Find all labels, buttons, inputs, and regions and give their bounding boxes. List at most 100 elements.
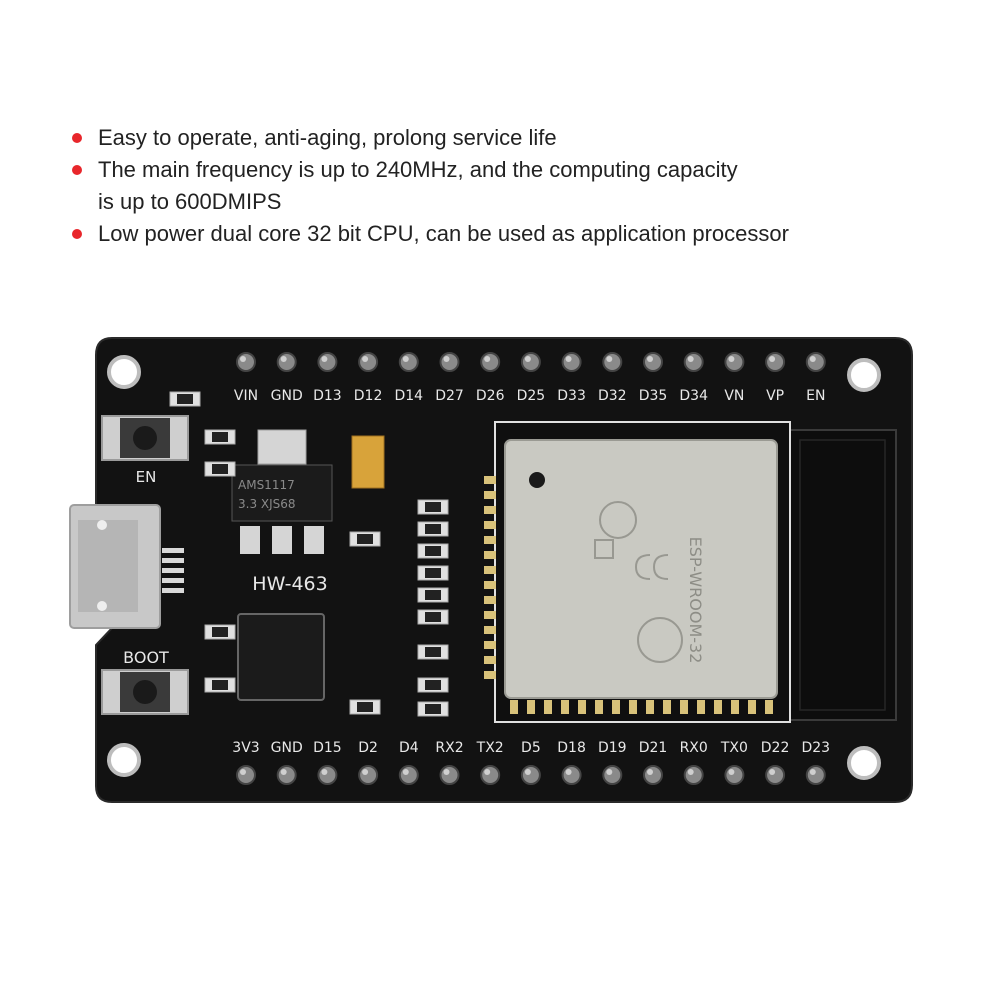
- module-pad: [731, 700, 739, 714]
- feature-text: The main frequency is up to 240MHz, and …: [98, 157, 738, 182]
- pin-label: 3V3: [232, 740, 259, 756]
- header-pin: [765, 765, 786, 785]
- header-pin: [236, 765, 256, 785]
- shield-dot: [529, 472, 545, 488]
- module-pad: [484, 491, 496, 499]
- feature-text: Easy to operate, anti-aging, prolong ser…: [98, 125, 557, 150]
- module-pad: [697, 700, 705, 714]
- usb-uart-chip: [237, 613, 325, 701]
- header-pin: [276, 765, 297, 785]
- pin-label: D21: [639, 740, 668, 756]
- module-name: ESP-WROOM-32: [686, 537, 705, 664]
- module-pad: [510, 700, 518, 714]
- pin-label: GND: [271, 388, 303, 404]
- tantalum-capacitor: [351, 435, 385, 489]
- module-pad: [484, 566, 496, 574]
- pin-label: EN: [806, 388, 825, 404]
- bullet-dot-icon: [72, 165, 82, 175]
- antenna-area: [787, 429, 897, 721]
- header-pin: [602, 352, 623, 372]
- header-pin: [358, 352, 379, 372]
- header-pin: [805, 352, 826, 372]
- pin-label: D4: [399, 740, 419, 756]
- pin-label: D34: [679, 388, 708, 404]
- header-pin: [765, 352, 786, 372]
- module-pad: [595, 700, 603, 714]
- shield-markings: [594, 501, 683, 663]
- pin-label: D35: [639, 388, 668, 404]
- rf-shield-can: [504, 439, 778, 699]
- top-pin-header: [236, 352, 826, 372]
- module-pad: [484, 626, 496, 634]
- regulator-label-1: AMS1117: [238, 478, 295, 492]
- pin-label: D25: [517, 388, 546, 404]
- header-pin: [236, 352, 256, 372]
- boot-button-label: BOOT: [123, 648, 169, 667]
- module-pad: [629, 700, 637, 714]
- module-pad: [680, 700, 688, 714]
- pin-label: TX2: [476, 740, 504, 756]
- feature-text: is up to 600DMIPS: [98, 189, 282, 214]
- pin-label: D27: [435, 388, 464, 404]
- pin-label: RX2: [435, 740, 463, 756]
- board-model: HW-463: [252, 573, 327, 595]
- module-pad: [484, 611, 496, 619]
- header-pin: [602, 765, 623, 785]
- module-pad: [484, 506, 496, 514]
- pin-label: D14: [394, 388, 423, 404]
- usb-pins: [162, 548, 184, 593]
- pin-label: D23: [801, 740, 830, 756]
- module-pad: [765, 700, 773, 714]
- module-pad: [714, 700, 722, 714]
- pin-label: D32: [598, 388, 627, 404]
- module-pad: [484, 671, 496, 679]
- header-pin: [276, 352, 297, 372]
- header-pin: [643, 765, 663, 785]
- module-pad: [663, 700, 671, 714]
- module-pad: [527, 700, 535, 714]
- bullet-dot-icon: [72, 133, 82, 143]
- module-pad: [561, 700, 569, 714]
- pin-label: RX0: [680, 740, 708, 756]
- pin-label: D15: [313, 740, 342, 756]
- module-pad: [484, 476, 496, 484]
- module-pad: [484, 596, 496, 604]
- module-pad: [748, 700, 756, 714]
- header-pin: [398, 765, 419, 785]
- pin-label: D2: [358, 740, 378, 756]
- module-pad: [578, 700, 586, 714]
- feature-item: The main frequency is up to 240MHz, and …: [72, 154, 972, 218]
- pin-label: D19: [598, 740, 627, 756]
- voltage-regulator-tab: [257, 429, 307, 465]
- header-pin: [439, 765, 460, 785]
- regulator-label-2: 3.3 XJS68: [238, 497, 296, 511]
- pin-label: TX0: [720, 740, 748, 756]
- header-pin: [480, 765, 501, 785]
- module-pad: [484, 641, 496, 649]
- feature-text: Low power dual core 32 bit CPU, can be u…: [98, 221, 789, 246]
- module-pads: [484, 476, 773, 714]
- voltage-regulator: [231, 464, 333, 522]
- bottom-pin-header: [236, 765, 826, 785]
- header-pin: [561, 352, 582, 372]
- header-pin: [480, 352, 501, 372]
- header-pin: [439, 352, 460, 372]
- module-pad: [484, 551, 496, 559]
- regulator-legs: [240, 526, 324, 554]
- smd-components: [169, 391, 449, 717]
- pin-label: GND: [271, 740, 303, 756]
- feature-item: Easy to operate, anti-aging, prolong ser…: [72, 122, 972, 154]
- header-pin: [317, 765, 338, 785]
- pin-label: D5: [521, 740, 541, 756]
- header-pin: [683, 765, 704, 785]
- header-pin: [683, 352, 704, 372]
- pin-label: D33: [557, 388, 586, 404]
- module-pad: [612, 700, 620, 714]
- pin-label: D22: [761, 740, 790, 756]
- pin-label: VP: [766, 388, 784, 404]
- module-pad: [484, 656, 496, 664]
